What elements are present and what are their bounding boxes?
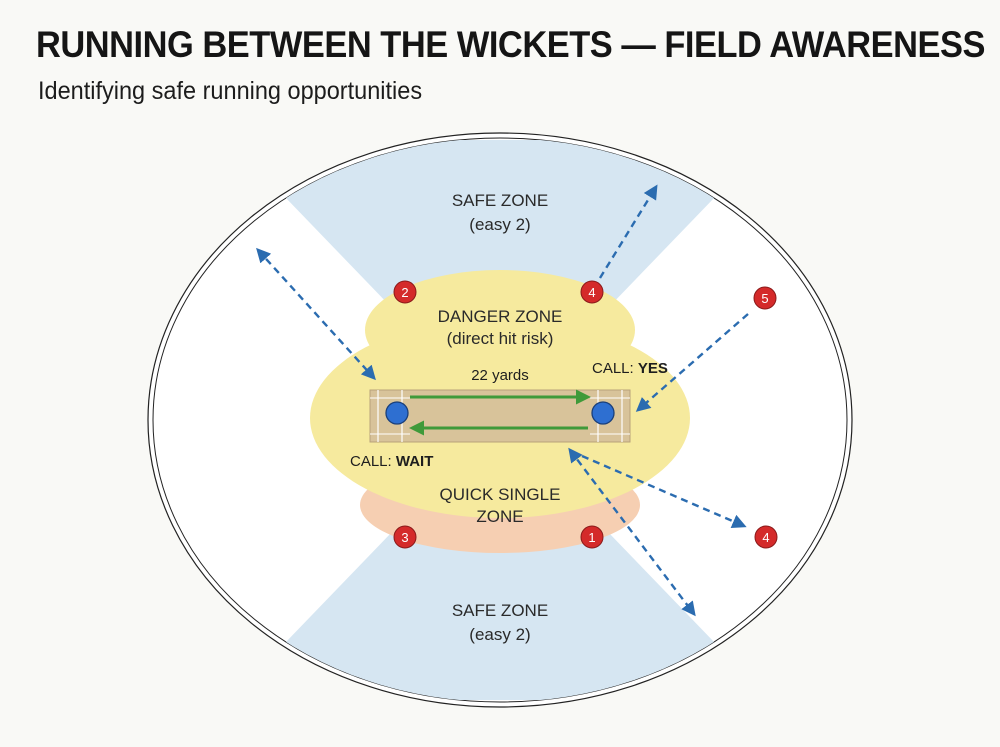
fielder-5: 5 bbox=[753, 286, 777, 310]
fielder-2: 2 bbox=[393, 280, 417, 304]
batsman-striker bbox=[591, 401, 615, 425]
safe-zone-top-label-1: SAFE ZONE bbox=[452, 191, 548, 210]
safe-zone-bottom-label-1: SAFE ZONE bbox=[452, 601, 548, 620]
danger-zone-label-1: DANGER ZONE bbox=[438, 307, 563, 326]
call-yes-word: YES bbox=[638, 360, 668, 377]
quick-single-label-2: ZONE bbox=[476, 507, 523, 526]
fielder-1: 1 bbox=[580, 525, 604, 549]
quick-single-label-1: QUICK SINGLE bbox=[440, 485, 561, 504]
call-wait: CALL: WAIT bbox=[350, 453, 433, 470]
throw-arrow-bottom-right bbox=[568, 447, 696, 617]
pitch-length-label: 22 yards bbox=[471, 367, 529, 384]
fielder-4-right: 4 bbox=[754, 525, 778, 549]
fielder-3: 3 bbox=[393, 525, 417, 549]
throw-arrow-fielder-5 bbox=[635, 313, 749, 412]
safe-zone-bottom bbox=[230, 420, 770, 700]
fielder-5-number: 5 bbox=[761, 291, 768, 306]
call-wait-prefix: CALL: bbox=[350, 453, 396, 470]
throw-arrow-top-right bbox=[598, 184, 658, 279]
fielder-2-number: 2 bbox=[401, 285, 408, 300]
batsman-non-striker bbox=[385, 401, 409, 425]
call-yes: CALL: YES bbox=[592, 360, 668, 377]
fielder-4-top: 4 bbox=[580, 280, 604, 304]
fielder-4-top-number: 4 bbox=[588, 285, 595, 300]
danger-zone-label-2: (direct hit risk) bbox=[447, 329, 554, 348]
safe-zone-bottom-label-2: (easy 2) bbox=[469, 625, 530, 644]
call-yes-prefix: CALL: bbox=[592, 360, 638, 377]
safe-zone-top-label-2: (easy 2) bbox=[469, 215, 530, 234]
fielder-3-number: 3 bbox=[401, 530, 408, 545]
throw-arrow-top-left bbox=[256, 247, 376, 381]
fielder-4-right-number: 4 bbox=[762, 530, 769, 545]
call-wait-word: WAIT bbox=[396, 453, 434, 470]
diagram-title: RUNNING BETWEEN THE WICKETS — FIELD AWAR… bbox=[36, 24, 985, 65]
diagram-subtitle: Identifying safe running opportunities bbox=[38, 77, 423, 105]
fielder-1-number: 1 bbox=[588, 530, 595, 545]
